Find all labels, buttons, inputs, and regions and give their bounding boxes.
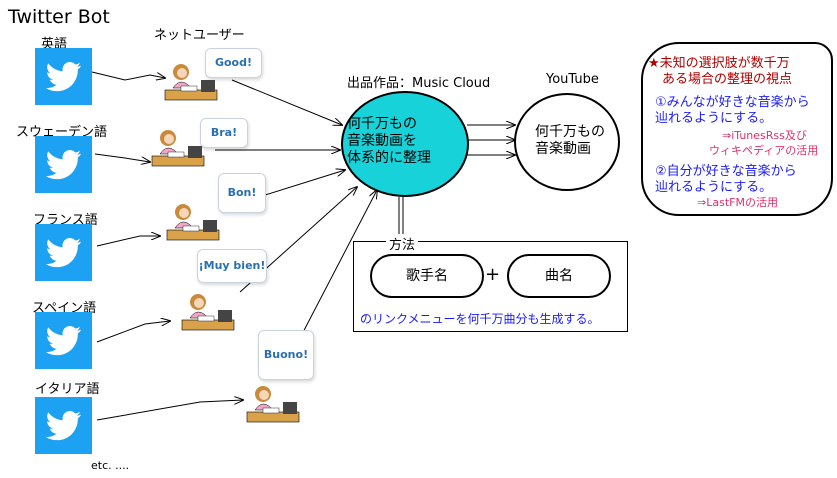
star-icon: ★ [648,56,660,71]
method-box [353,241,628,332]
hub-to-youtube-arrows [467,125,515,155]
side-note-box [641,42,833,216]
side-point-1c: ⇒iTunesRss及び [722,129,807,142]
youtube-ellipse [514,93,620,191]
person-at-desk-icon [164,64,218,101]
hub-line: 音楽動画を [347,133,417,149]
side-point-1b: 辿れるようにする。 [655,111,773,126]
plus-sign: + [485,264,501,285]
page-title: Twitter Bot [8,6,110,28]
method-note: のリンクメニューを何千万曲分も生成する。 [360,312,600,326]
twitter-bird-icon [35,224,92,281]
side-point-1a: ①みんなが好きな音楽から [655,95,810,110]
twitter-bird-icon [35,136,92,193]
side-point-2b: 辿れるようにする。 [655,180,773,195]
speech-bubble-muy-bien: ¡Muy bien! [197,249,267,283]
side-point-2a: ②自分が好きな音楽から [655,164,797,179]
person-at-desk-icon [181,294,235,331]
etc-label: etc. .... [91,459,130,472]
artist-name-pill: 歌手名 [370,254,484,298]
person-at-desk-icon [246,386,300,423]
hub-to-method-connector [398,197,404,241]
speech-bubble-buono: Buono! [258,330,314,380]
bot-to-user-lines [91,71,243,421]
youtube-label: YouTube [546,72,599,87]
twitter-bird-icon [35,397,92,454]
person-at-desk-icon [166,204,220,241]
side-heading-2: ある場合の整理の視点 [662,72,793,87]
net-users-label: ネットユーザー [154,28,245,43]
youtube-line: 何千万もの [535,124,605,140]
lang-italian: イタリア語 [35,382,100,397]
youtube-line: 音楽動画 [535,141,591,157]
twitter-bird-icon [35,312,92,369]
speech-bubble-bra: Bra! [200,118,248,148]
person-at-desk-icon [151,130,205,167]
twitter-bird-icon [35,48,92,105]
speech-bubble-bon: Bon! [218,173,266,213]
youtube-text: 何千万もの 音楽動画 [535,124,625,158]
side-point-2c: ⇒LastFMの活用 [697,196,778,209]
song-name-pill: 曲名 [507,254,611,298]
speech-bubble-good: Good! [205,48,262,78]
hub-text: 何千万もの 音楽動画を 体系的に整理 [347,116,457,167]
method-title: 方法 [386,234,419,253]
hub-label: 出品作品：Music Cloud [347,76,491,91]
side-point-1d: ウィキペディアの活用 [709,144,819,157]
hub-line: 体系的に整理 [347,150,431,166]
hub-line: 何千万もの [347,116,417,132]
hub-ellipse [341,91,469,197]
side-heading-1: ★未知の選択肢が数千万 [648,56,790,71]
